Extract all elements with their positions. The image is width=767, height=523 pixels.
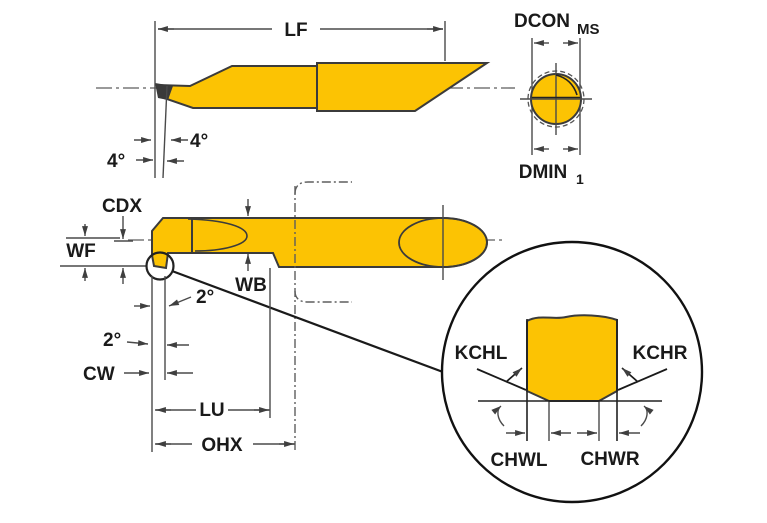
insert-tip-shape <box>526 314 618 402</box>
kchl-angle-arrow <box>505 367 523 383</box>
clearance-arrow-left-lower <box>126 340 149 347</box>
dim-label-ohx: OHX <box>201 435 243 456</box>
tool-tip-side <box>155 83 173 100</box>
detail-leader-line <box>171 269 444 374</box>
angle-label-4deg-left: 4° <box>107 151 125 172</box>
dim-label-dcon: DCON <box>514 11 570 32</box>
grind-boundary-arc <box>555 74 578 96</box>
break-hook-top <box>294 181 352 195</box>
dim-label-chwl: CHWL <box>491 450 548 471</box>
front-view: WF CDX WB 2° 2° CW <box>60 181 505 456</box>
chamfer-angle-arrow-right <box>640 405 654 427</box>
dim-label-dmin-sub: 1 <box>576 171 584 187</box>
angle-label-2deg-lower: 2° <box>103 330 121 351</box>
dim-label-lf: LF <box>284 20 307 41</box>
dim-label-cdx: CDX <box>102 196 142 217</box>
angle-label-4deg-right: 4° <box>190 131 208 152</box>
blade-edge-right <box>162 85 168 179</box>
kchr-angle-arrow <box>621 367 639 383</box>
dim-label-wf: WF <box>66 241 96 262</box>
grind-transition-arc <box>187 218 248 252</box>
kchl-angle-line <box>476 368 527 391</box>
tip-detail-marker-circle <box>145 251 175 281</box>
dim-label-kchl: KCHL <box>455 343 508 364</box>
dim-label-dmin: DMIN <box>519 162 568 183</box>
clearance-arrow-right-upper <box>168 296 192 307</box>
break-hook-bottom <box>294 290 352 303</box>
angle-label-2deg-upper: 2° <box>196 287 214 308</box>
tool-body-side <box>155 62 491 112</box>
tool-body-front <box>151 217 488 270</box>
dim-label-cw: CW <box>83 364 115 385</box>
dim-label-ms: MS <box>577 21 600 38</box>
kchr-angle-line <box>617 368 668 391</box>
side-view: LF 4° 4° <box>96 20 515 179</box>
end-view: DCON MS DMIN 1 <box>514 11 599 187</box>
detail-view: KCHL KCHR CHWL CHWR <box>440 240 704 504</box>
chamfer-angle-arrow-left <box>491 405 505 427</box>
dim-label-lu: LU <box>199 400 224 421</box>
dim-label-kchr: KCHR <box>633 343 688 364</box>
dim-label-wb: WB <box>235 275 267 296</box>
dim-label-chwr: CHWR <box>580 449 639 470</box>
